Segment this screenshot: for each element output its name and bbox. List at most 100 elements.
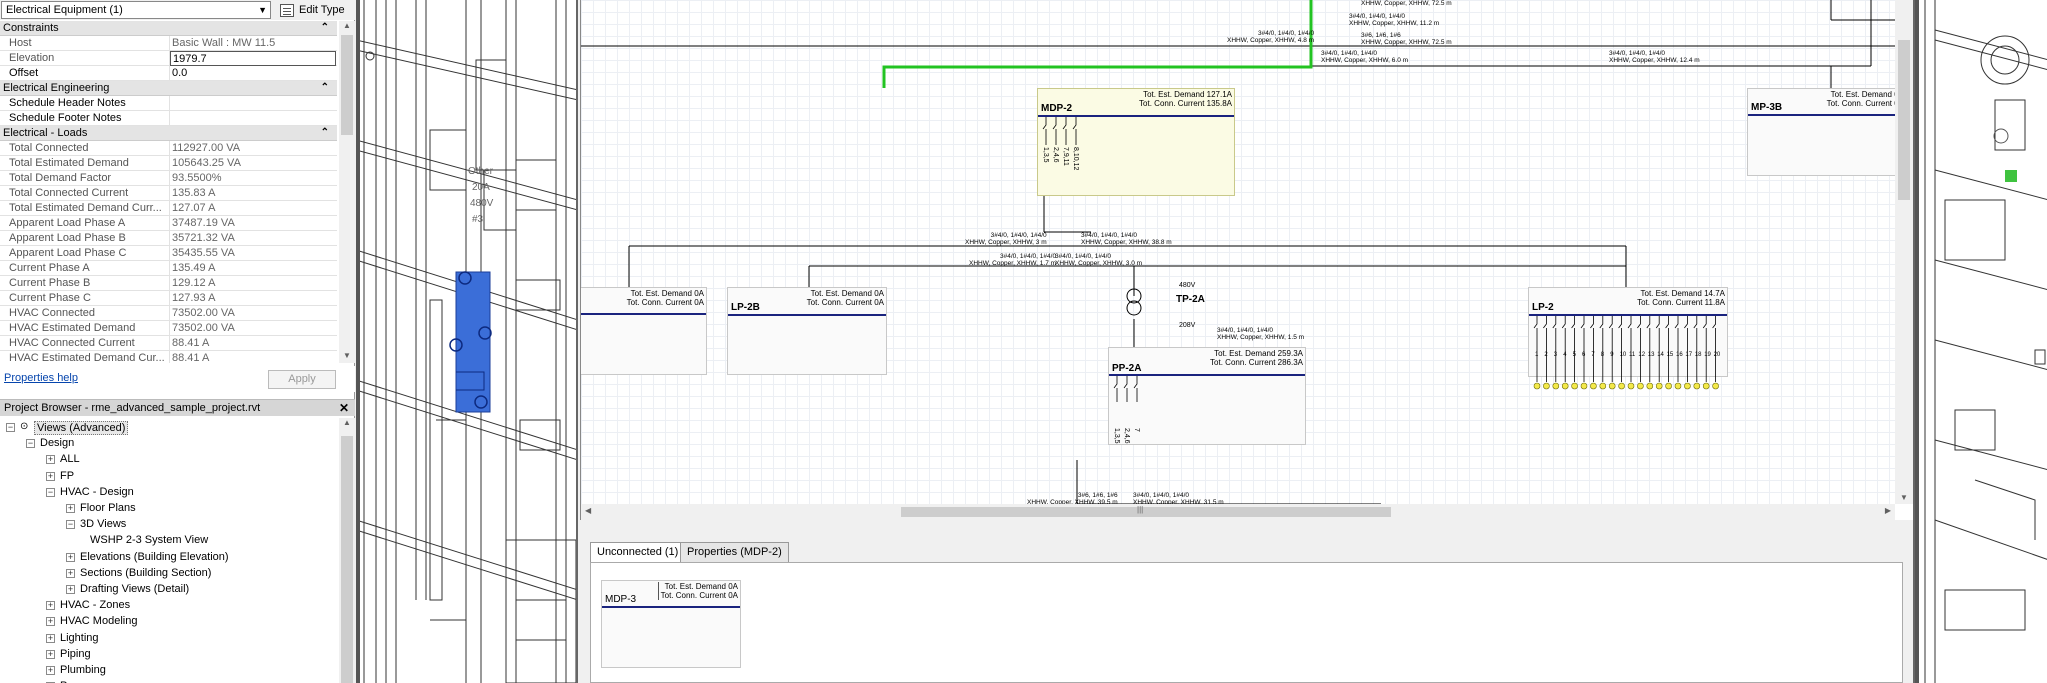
expand-icon[interactable]: + <box>46 616 55 627</box>
properties-scrollbar[interactable]: ▲ ▼ <box>339 21 355 363</box>
property-value: 35721.32 VA <box>172 232 235 244</box>
tree-node-label: Drafting Views (Detail) <box>80 583 190 595</box>
lp2-circuit-number: 7 <box>1591 352 1595 358</box>
project-browser-scrollbar[interactable]: ▲ <box>339 418 355 683</box>
panel-pp2a[interactable]: PP-2A Tot. Est. Demand 259.3A Tot. Conn.… <box>1108 347 1306 445</box>
panel-left-unnamed[interactable]: Tot. Est. Demand 0A Tot. Conn. Current 0… <box>581 287 707 375</box>
load-device-icon <box>1533 382 1541 390</box>
panel-mp3b[interactable]: MP-3B Tot. Est. Demand 0A Tot. Conn. Cur… <box>1747 88 1907 176</box>
expand-icon[interactable]: + <box>46 454 55 465</box>
tree-node-label: ALL <box>60 453 80 466</box>
expand-icon[interactable]: + <box>66 584 75 594</box>
collapse-icon[interactable]: ⌃ <box>320 82 329 93</box>
property-value: 73502.00 VA <box>172 322 235 334</box>
diagram-horizontal-scrollbar[interactable]: ◀ ||| ▶ <box>581 504 1895 520</box>
property-row[interactable]: Schedule Header Notes <box>0 96 337 111</box>
expand-icon[interactable]: + <box>46 470 55 481</box>
collapse-icon[interactable]: − <box>26 438 35 449</box>
property-row[interactable]: HVAC Estimated Demand Cur...88.41 A <box>0 351 337 363</box>
right-3d-viewport[interactable] <box>1913 0 2047 683</box>
lp2-circuit-number: 8 <box>1601 352 1605 358</box>
tree-scroll-thumb[interactable] <box>341 436 353 683</box>
scroll-down-icon[interactable]: ▼ <box>343 351 351 360</box>
property-group[interactable]: Electrical - Loads⌃ <box>0 126 337 141</box>
expand-icon[interactable]: + <box>46 632 55 643</box>
property-row[interactable]: Total Estimated Demand Curr...127.07 A <box>0 201 337 216</box>
expand-icon[interactable]: + <box>66 503 75 513</box>
edit-type-button[interactable]: Edit Type <box>276 1 350 19</box>
collapse-icon[interactable]: − <box>66 519 75 530</box>
load-device-icon <box>1693 382 1701 390</box>
property-value: 112927.00 VA <box>172 142 241 154</box>
properties-scroll-thumb[interactable] <box>341 35 353 135</box>
collapse-icon[interactable]: ⌃ <box>320 22 329 33</box>
diagram-vertical-scrollbar[interactable]: ▼ <box>1895 0 1913 504</box>
scroll-down-icon[interactable]: ▼ <box>1900 493 1908 502</box>
close-icon[interactable]: ✕ <box>338 401 349 415</box>
collapse-icon[interactable]: − <box>6 422 15 432</box>
load-device-icon <box>1552 382 1560 390</box>
scroll-up-icon[interactable]: ▲ <box>343 21 351 30</box>
panel-mdp2-demand: Tot. Est. Demand 127.1A <box>1143 90 1232 99</box>
scroll-right-icon[interactable]: ▶ <box>1884 506 1891 515</box>
panel-mdp2[interactable]: MDP-2 Tot. Est. Demand 127.1A Tot. Conn.… <box>1037 88 1235 196</box>
apply-button[interactable]: Apply <box>268 370 336 389</box>
lp2-circuit-number: 15 <box>1667 352 1674 358</box>
collapse-icon[interactable]: − <box>46 486 55 497</box>
collapse-icon[interactable]: ⌃ <box>320 127 329 138</box>
unconnected-canvas[interactable]: MDP-3 Tot. Est. Demand 0A Tot. Conn. Cur… <box>590 562 1903 683</box>
property-row[interactable]: Schedule Footer Notes <box>0 111 337 126</box>
expand-icon[interactable]: + <box>66 567 75 578</box>
tab-properties[interactable]: Properties (MDP-2) <box>680 542 789 562</box>
panel-lp2[interactable]: LP-2 Tot. Est. Demand 14.7A Tot. Conn. C… <box>1528 287 1728 390</box>
lp2-circuit-number: 3 <box>1554 352 1558 358</box>
panel-lp2b[interactable]: LP-2B Tot. Est. Demand 0A Tot. Conn. Cur… <box>727 287 887 375</box>
type-selector-dropdown[interactable]: Electrical Equipment (1) ▼ <box>1 1 271 19</box>
scroll-up-icon[interactable]: ▲ <box>343 418 351 427</box>
3d-view-viewport[interactable]: Other 20A 480V #3 <box>356 0 578 683</box>
panel-left-info: Tot. Est. Demand 0A Tot. Conn. Current 0… <box>627 289 704 307</box>
property-value: 135.83 A <box>172 187 216 199</box>
panel-left-demand: Tot. Est. Demand 0A <box>630 289 704 298</box>
panel-mdp3[interactable]: MDP-3 Tot. Est. Demand 0A Tot. Conn. Cur… <box>601 580 741 668</box>
diagram-hscroll-thumb[interactable] <box>901 507 1391 517</box>
tab-unconnected[interactable]: Unconnected (1) <box>590 542 686 563</box>
scroll-left-icon[interactable]: ◀ <box>585 506 592 515</box>
property-value: 0.0 <box>172 67 188 79</box>
property-key: HVAC Connected <box>0 306 170 321</box>
property-key: Total Estimated Demand <box>0 156 170 171</box>
diagram-vscroll-thumb[interactable] <box>1898 40 1910 200</box>
system-diagram-canvas[interactable]: MDP-2 Tot. Est. Demand 127.1A Tot. Conn.… <box>580 0 1913 520</box>
expand-icon[interactable]: + <box>46 648 55 659</box>
expand-icon[interactable]: + <box>46 665 55 675</box>
expand-icon[interactable]: + <box>66 551 75 562</box>
properties-help-link[interactable]: Properties help <box>4 372 78 384</box>
property-group-label: Constraints <box>3 22 59 34</box>
expand-icon[interactable]: + <box>46 600 55 611</box>
lp2-circuit-breaker: 10 <box>1618 316 1627 390</box>
property-group[interactable]: Electrical Engineering⌃ <box>0 81 337 96</box>
lp2-circuit-number: 4 <box>1563 352 1567 358</box>
property-group[interactable]: Constraints ⌃ <box>0 21 337 36</box>
lp2-circuit-number: 11 <box>1629 352 1636 358</box>
property-value-input[interactable]: 1979.7 <box>170 51 336 66</box>
panel-lp2-info: Tot. Est. Demand 14.7A Tot. Conn. Curren… <box>1637 289 1725 307</box>
